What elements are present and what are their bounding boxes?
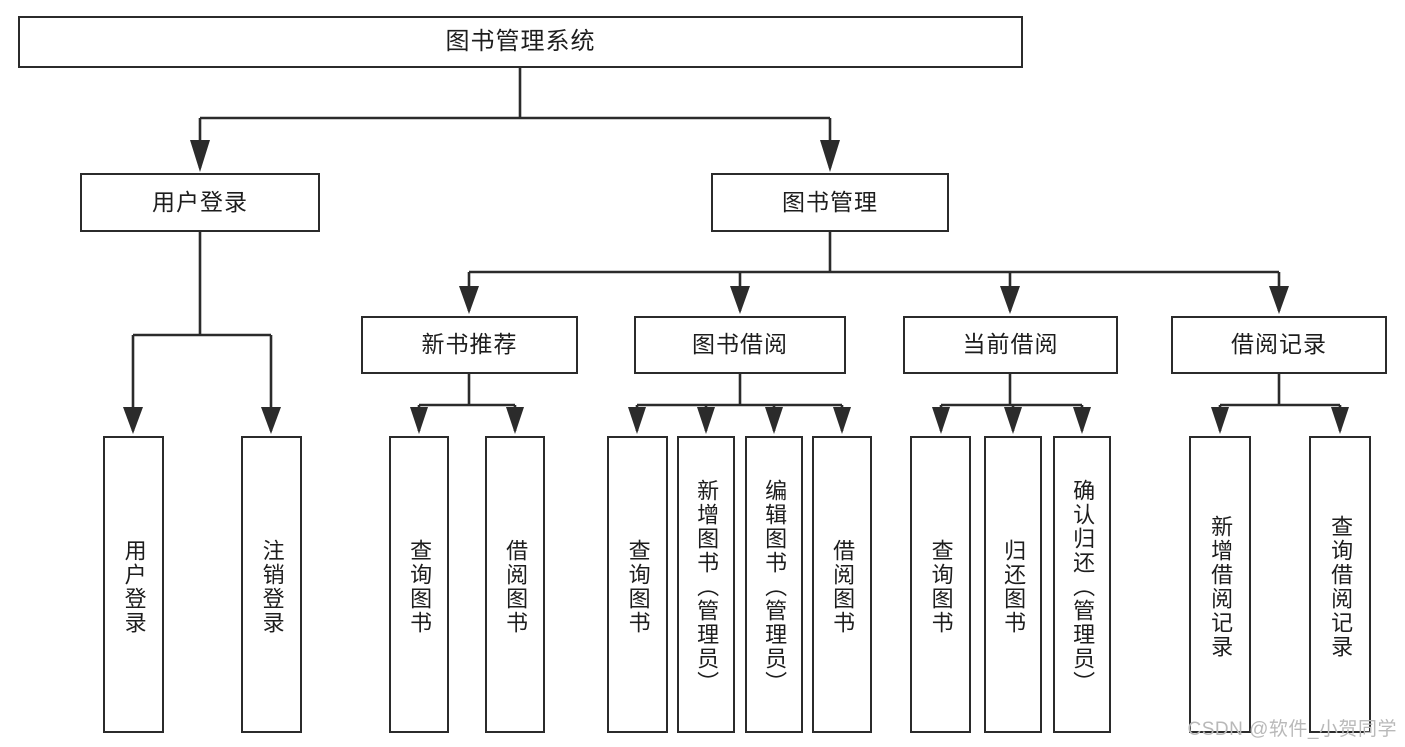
node-new-book-rec[interactable]: 新书推荐 [361,316,578,374]
node-leaf-edit-book-admin-label: 编辑图书（管理员） [762,478,788,695]
node-current-borrow[interactable]: 当前借阅 [903,316,1118,374]
node-leaf-add-book-admin-label: 新增图书（管理员） [694,478,720,695]
node-current-borrow-label: 当前借阅 [962,331,1059,358]
node-leaf-query-book-3-label: 查询图书 [928,538,954,635]
node-leaf-borrow-book-2[interactable]: 借阅图书 [812,436,872,733]
node-leaf-query-book-1-label: 查询图书 [407,538,433,635]
node-leaf-return-book-label: 归还图书 [1001,538,1027,635]
node-leaf-borrow-book-1-label: 借阅图书 [503,538,529,635]
node-leaf-query-borrow-record-label: 查询借阅记录 [1328,514,1354,659]
node-new-book-rec-label: 新书推荐 [421,331,518,358]
node-root-label: 图书管理系统 [445,27,596,55]
node-leaf-query-book-2[interactable]: 查询图书 [607,436,668,733]
csdn-watermark: CSDN @软件_小贺同学 [1187,719,1397,740]
node-book-manage[interactable]: 图书管理 [711,173,949,232]
node-leaf-user-login-label: 用户登录 [121,538,147,635]
node-leaf-user-login[interactable]: 用户登录 [103,436,164,733]
node-leaf-confirm-return-admin-label: 确认归还（管理员） [1070,478,1096,695]
node-book-borrow[interactable]: 图书借阅 [634,316,846,374]
node-leaf-query-book-3[interactable]: 查询图书 [910,436,971,733]
node-leaf-add-borrow-record[interactable]: 新增借阅记录 [1189,436,1251,733]
node-leaf-borrow-book-1[interactable]: 借阅图书 [485,436,545,733]
node-leaf-add-book-admin[interactable]: 新增图书（管理员） [677,436,735,733]
node-root[interactable]: 图书管理系统 [18,16,1023,68]
node-leaf-edit-book-admin[interactable]: 编辑图书（管理员） [745,436,803,733]
node-user-login[interactable]: 用户登录 [80,173,320,232]
node-leaf-query-borrow-record[interactable]: 查询借阅记录 [1309,436,1371,733]
node-leaf-borrow-book-2-label: 借阅图书 [830,538,856,635]
node-leaf-user-logout-label: 注销登录 [259,538,285,635]
node-book-borrow-label: 图书借阅 [692,331,788,358]
node-user-login-label: 用户登录 [152,188,248,215]
node-leaf-add-borrow-record-label: 新增借阅记录 [1208,514,1234,659]
node-leaf-user-logout[interactable]: 注销登录 [241,436,302,733]
node-book-manage-label: 图书管理 [782,188,878,215]
node-leaf-confirm-return-admin[interactable]: 确认归还（管理员） [1053,436,1111,733]
node-leaf-return-book[interactable]: 归还图书 [984,436,1042,733]
node-borrow-record[interactable]: 借阅记录 [1171,316,1387,374]
node-borrow-record-label: 借阅记录 [1231,331,1327,358]
node-leaf-query-book-2-label: 查询图书 [625,538,651,635]
node-leaf-query-book-1[interactable]: 查询图书 [389,436,449,733]
